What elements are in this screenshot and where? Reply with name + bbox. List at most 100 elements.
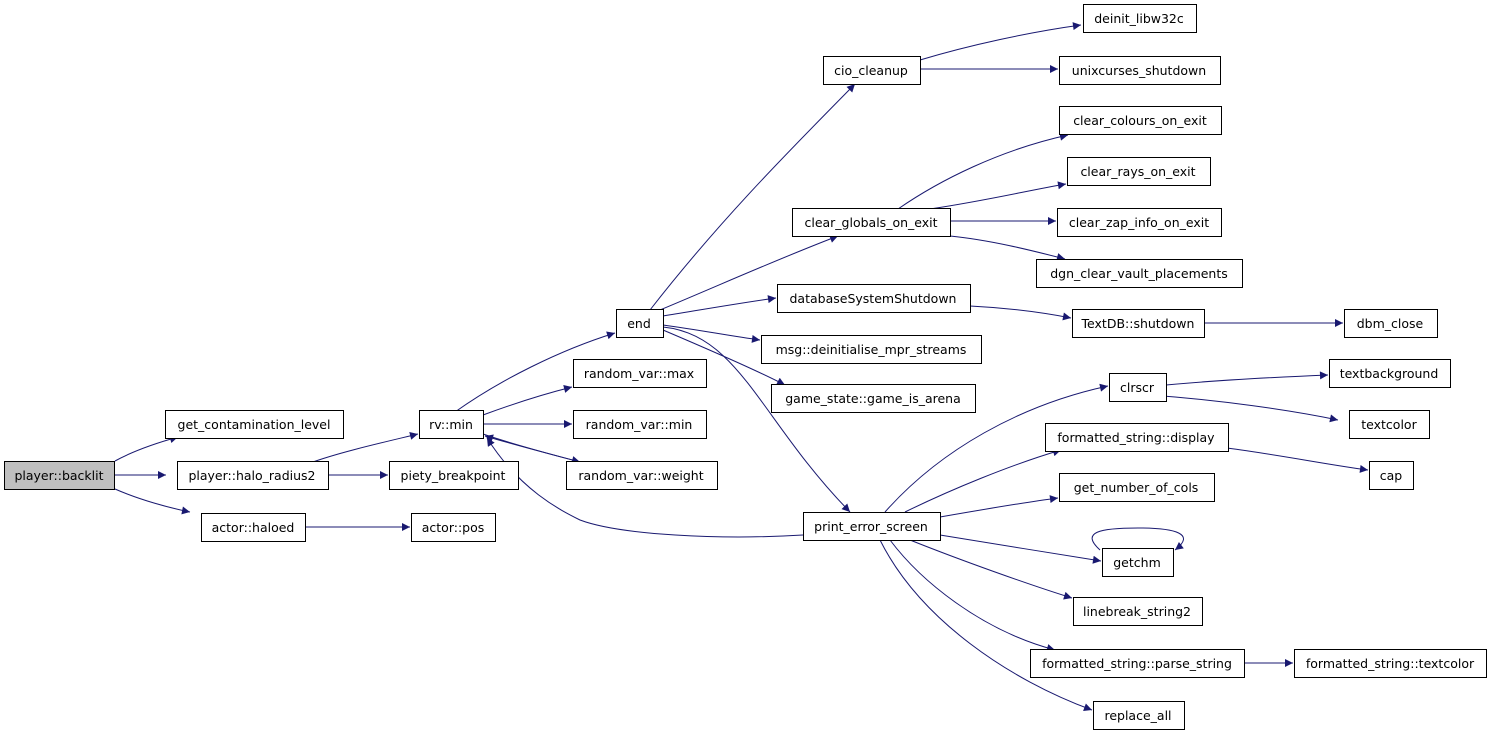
node-fs-parse-string-label: formatted_string::parse_string	[1042, 656, 1232, 671]
node-unixcurses-shutdown[interactable]: unixcurses_shutdown	[1059, 56, 1221, 85]
node-textbackground-label: textbackground	[1340, 366, 1439, 381]
node-actor-pos[interactable]: actor::pos	[411, 513, 496, 542]
node-textdb-shutdown-label: TextDB::shutdown	[1081, 316, 1195, 331]
edge-end-to-game-is-arena	[662, 329, 786, 386]
edge-clear-globals-to-dgn-clear	[949, 235, 1066, 261]
edge-clrscr-to-textbackground	[1165, 371, 1329, 386]
node-end[interactable]: end	[616, 309, 664, 338]
node-msg-deinitialise-mpr-streams-label: msg::deinitialise_mpr_streams	[776, 342, 967, 357]
edge-print-error-screen-to-clrscr	[884, 383, 1109, 513]
edge-rv-min-to-end	[454, 331, 616, 413]
node-player-backlit-label: player::backlit	[14, 468, 103, 483]
node-piety-breakpoint[interactable]: piety_breakpoint	[389, 461, 519, 490]
node-player-backlit[interactable]: player::backlit	[4, 461, 115, 490]
node-cio-cleanup-label: cio_cleanup	[834, 63, 908, 78]
node-random-var-min-label: random_var::min	[586, 417, 693, 432]
node-dbm-close[interactable]: dbm_close	[1344, 309, 1438, 338]
node-random-var-max-label: random_var::max	[584, 366, 694, 381]
node-clear-zap-info-on-exit[interactable]: clear_zap_info_on_exit	[1057, 208, 1222, 237]
node-clear-zap-info-on-exit-label: clear_zap_info_on_exit	[1069, 215, 1209, 230]
node-get-number-of-cols-label: get_number_of_cols	[1074, 480, 1199, 495]
node-linebreak-string2[interactable]: linebreak_string2	[1073, 597, 1203, 626]
node-dgn-clear-vault-placements[interactable]: dgn_clear_vault_placements	[1036, 259, 1243, 288]
node-database-system-shutdown-label: databaseSystemShutdown	[790, 291, 957, 306]
edge-database-shutdown-to-textdb-shutdown	[969, 305, 1072, 321]
node-fs-display-label: formatted_string::display	[1057, 430, 1215, 445]
edge-end-to-database-shutdown	[662, 295, 777, 317]
node-clear-globals-on-exit[interactable]: clear_globals_on_exit	[792, 208, 951, 237]
node-getchm[interactable]: getchm	[1102, 548, 1174, 577]
node-clrscr[interactable]: clrscr	[1109, 373, 1167, 402]
edge-end-to-clear-globals	[659, 235, 839, 311]
node-random-var-min[interactable]: random_var::min	[573, 410, 707, 439]
node-print-error-screen-label: print_error_screen	[814, 519, 928, 534]
edge-clear-globals-to-clear-rays	[929, 181, 1067, 210]
node-database-system-shutdown[interactable]: databaseSystemShutdown	[777, 284, 971, 313]
node-unixcurses-shutdown-label: unixcurses_shutdown	[1072, 63, 1206, 78]
node-textbackground[interactable]: textbackground	[1329, 359, 1451, 388]
node-replace-all[interactable]: replace_all	[1093, 701, 1185, 730]
node-print-error-screen[interactable]: print_error_screen	[803, 512, 941, 541]
node-random-var-weight-label: random_var::weight	[578, 468, 703, 483]
node-clrscr-label: clrscr	[1120, 380, 1155, 395]
node-player-halo-radius2[interactable]: player::halo_radius2	[177, 461, 329, 490]
edge-print-error-screen-to-linebreak	[909, 539, 1073, 600]
node-clear-globals-on-exit-label: clear_globals_on_exit	[804, 215, 937, 230]
node-deinit-libw32c-label: deinit_libw32c	[1094, 11, 1184, 26]
node-rv-min[interactable]: rv::min	[419, 410, 484, 439]
node-textcolor[interactable]: textcolor	[1349, 410, 1430, 439]
edge-getchm-self-loop	[1091, 527, 1184, 551]
node-get-contamination-level[interactable]: get_contamination_level	[165, 410, 344, 439]
edge-clear-globals-to-clear-colours	[897, 132, 1069, 210]
node-textcolor-label: textcolor	[1361, 417, 1417, 432]
node-player-halo-radius2-label: player::halo_radius2	[188, 468, 315, 483]
node-linebreak-string2-label: linebreak_string2	[1083, 604, 1191, 619]
node-deinit-libw32c[interactable]: deinit_libw32c	[1083, 4, 1197, 33]
node-getchm-label: getchm	[1113, 555, 1161, 570]
edge-end-to-print-error-screen	[662, 326, 851, 513]
node-msg-deinitialise-mpr-streams[interactable]: msg::deinitialise_mpr_streams	[761, 335, 982, 364]
node-cio-cleanup[interactable]: cio_cleanup	[823, 56, 921, 85]
node-end-label: end	[627, 316, 651, 331]
node-fs-textcolor-label: formatted_string::textcolor	[1306, 656, 1475, 671]
node-fs-textcolor[interactable]: formatted_string::textcolor	[1294, 649, 1487, 678]
edge-cio-cleanup-to-deinit-libw32c	[919, 22, 1082, 61]
edge-end-to-msg-deinitialise	[662, 324, 761, 343]
node-clear-rays-on-exit-label: clear_rays_on_exit	[1080, 164, 1195, 179]
node-get-contamination-level-label: get_contamination_level	[178, 417, 331, 432]
node-actor-haloed[interactable]: actor::haloed	[201, 513, 306, 542]
node-clear-rays-on-exit[interactable]: clear_rays_on_exit	[1067, 157, 1211, 186]
node-cap-label: cap	[1380, 468, 1403, 483]
edge-print-error-screen-to-parse-string	[889, 539, 1056, 652]
node-cap[interactable]: cap	[1369, 461, 1414, 490]
node-textdb-shutdown[interactable]: TextDB::shutdown	[1072, 309, 1205, 338]
node-actor-haloed-label: actor::haloed	[212, 520, 295, 535]
node-dgn-clear-vault-placements-label: dgn_clear_vault_placements	[1050, 266, 1228, 281]
node-dbm-close-label: dbm_close	[1357, 316, 1424, 331]
node-clear-colours-on-exit[interactable]: clear_colours_on_exit	[1059, 106, 1222, 135]
node-random-var-weight[interactable]: random_var::weight	[566, 461, 718, 490]
edge-print-error-screen-to-get-number-of-cols	[939, 495, 1059, 518]
node-fs-parse-string[interactable]: formatted_string::parse_string	[1030, 649, 1245, 678]
edge-rv-min-to-random-var-max	[482, 385, 573, 416]
node-piety-breakpoint-label: piety_breakpoint	[401, 468, 506, 483]
node-random-var-max[interactable]: random_var::max	[573, 359, 707, 388]
edge-fs-display-to-cap	[1226, 447, 1369, 473]
edge-halo-radius2-to-rv-min	[309, 431, 419, 464]
edge-print-error-screen-to-getchm	[939, 534, 1102, 564]
node-replace-all-label: replace_all	[1104, 708, 1171, 723]
node-get-number-of-cols[interactable]: get_number_of_cols	[1059, 473, 1215, 502]
edge-print-error-screen-to-replace-all	[879, 539, 1093, 712]
edge-print-error-screen-to-rv-min	[486, 437, 804, 538]
node-actor-pos-label: actor::pos	[422, 520, 485, 535]
node-fs-display[interactable]: formatted_string::display	[1045, 423, 1229, 452]
node-game-is-arena[interactable]: game_state::game_is_arena	[771, 384, 976, 413]
node-game-is-arena-label: game_state::game_is_arena	[785, 391, 961, 406]
edge-backlit-to-get-contamination-level	[114, 435, 179, 462]
node-clear-colours-on-exit-label: clear_colours_on_exit	[1073, 113, 1207, 128]
edge-random-var-weight-to-rv-min	[484, 434, 581, 463]
node-rv-min-label: rv::min	[429, 417, 473, 432]
edge-clrscr-to-textcolor	[1149, 394, 1339, 423]
edge-end-to-cio-cleanup	[649, 83, 856, 311]
